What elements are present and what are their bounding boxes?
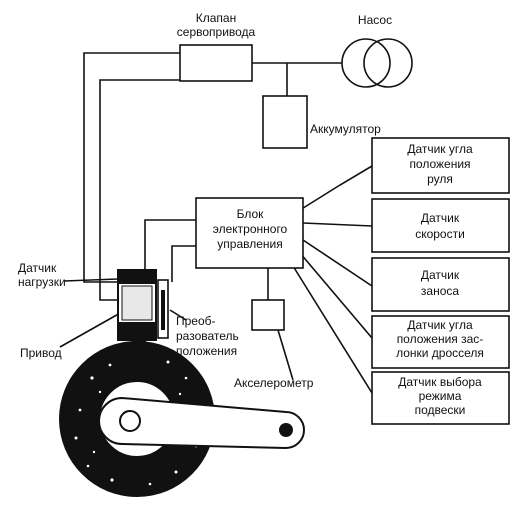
speed-sensor-label-1: Датчик: [421, 211, 460, 225]
steering-angle-label-1: Датчик угла: [407, 142, 473, 156]
mode-sensor-label-1: Датчик выбора: [398, 375, 482, 389]
servo-valve-label-1: Клапан: [196, 11, 236, 25]
ecu-actuator-line: [144, 219, 196, 270]
accelerometer-label: Акселерометр: [234, 376, 314, 390]
mode-sensor-box: [371, 371, 510, 425]
throttle-sensor-label-1: Датчик угла: [407, 318, 473, 332]
speed-sensor-label-2: скорости: [415, 227, 465, 241]
ecu-box: [195, 197, 304, 269]
ecu-label-1: Блок: [237, 207, 265, 221]
ecu-skid-line: [302, 239, 373, 287]
ecu-label-3: управления: [217, 237, 282, 251]
transducer-label-1: Преоб-: [176, 314, 216, 328]
mode-sensor-label-2: режима: [419, 389, 462, 403]
hydraulic-line-inner: [99, 79, 195, 301]
transducer-label-2: разователь: [176, 329, 239, 343]
suspension-arm-icon: [98, 396, 305, 450]
servo-valve-label-2: сервопривода: [177, 25, 256, 39]
ecu-transducer-line: [171, 245, 196, 282]
ecu-label-2: электронного: [213, 222, 288, 236]
actuator-label: Привод: [20, 346, 62, 360]
actuator-pointer: [59, 311, 123, 348]
accelerometer-box: [251, 299, 285, 331]
ecu-speed-line: [302, 222, 373, 227]
position-transducer-icon: [157, 279, 169, 339]
steering-angle-label-2: положения: [409, 157, 470, 171]
steering-angle-sensor-box: [371, 137, 510, 194]
pump-label: Насос: [358, 13, 392, 27]
accumulator-box: [262, 95, 308, 149]
ecu-steering-line: [299, 165, 373, 211]
throttle-sensor-label-3: лонки дросселя: [396, 346, 484, 360]
hydraulic-line-outer: [83, 52, 180, 283]
load-sensor-pointer: [63, 278, 119, 282]
actuator-icon: [117, 269, 157, 341]
mode-sensor-label-3: подвески: [415, 403, 466, 417]
speed-sensor-box: [371, 198, 510, 253]
accelerometer-pointer: [277, 329, 294, 381]
throttle-sensor-box: [371, 315, 510, 369]
transducer-pointer: [169, 309, 187, 321]
steering-angle-label-3: руля: [427, 172, 453, 186]
transducer-label-3: положения: [176, 344, 237, 358]
load-sensor-label-1: Датчик: [18, 261, 57, 275]
skid-sensor-label-1: Датчик: [421, 268, 460, 282]
skid-sensor-box: [371, 257, 510, 312]
throttle-sensor-label-2: положения зас-: [397, 332, 484, 346]
pump-icon: [341, 38, 413, 88]
servo-valve-box: [179, 44, 253, 82]
skid-sensor-label-2: заноса: [421, 284, 459, 298]
ecu-throttle-line: [299, 252, 373, 339]
accumulator-label: Аккумулятор: [310, 122, 381, 136]
load-sensor-label-2: нагрузки: [18, 275, 66, 289]
ecu-mode-line: [292, 265, 373, 394]
